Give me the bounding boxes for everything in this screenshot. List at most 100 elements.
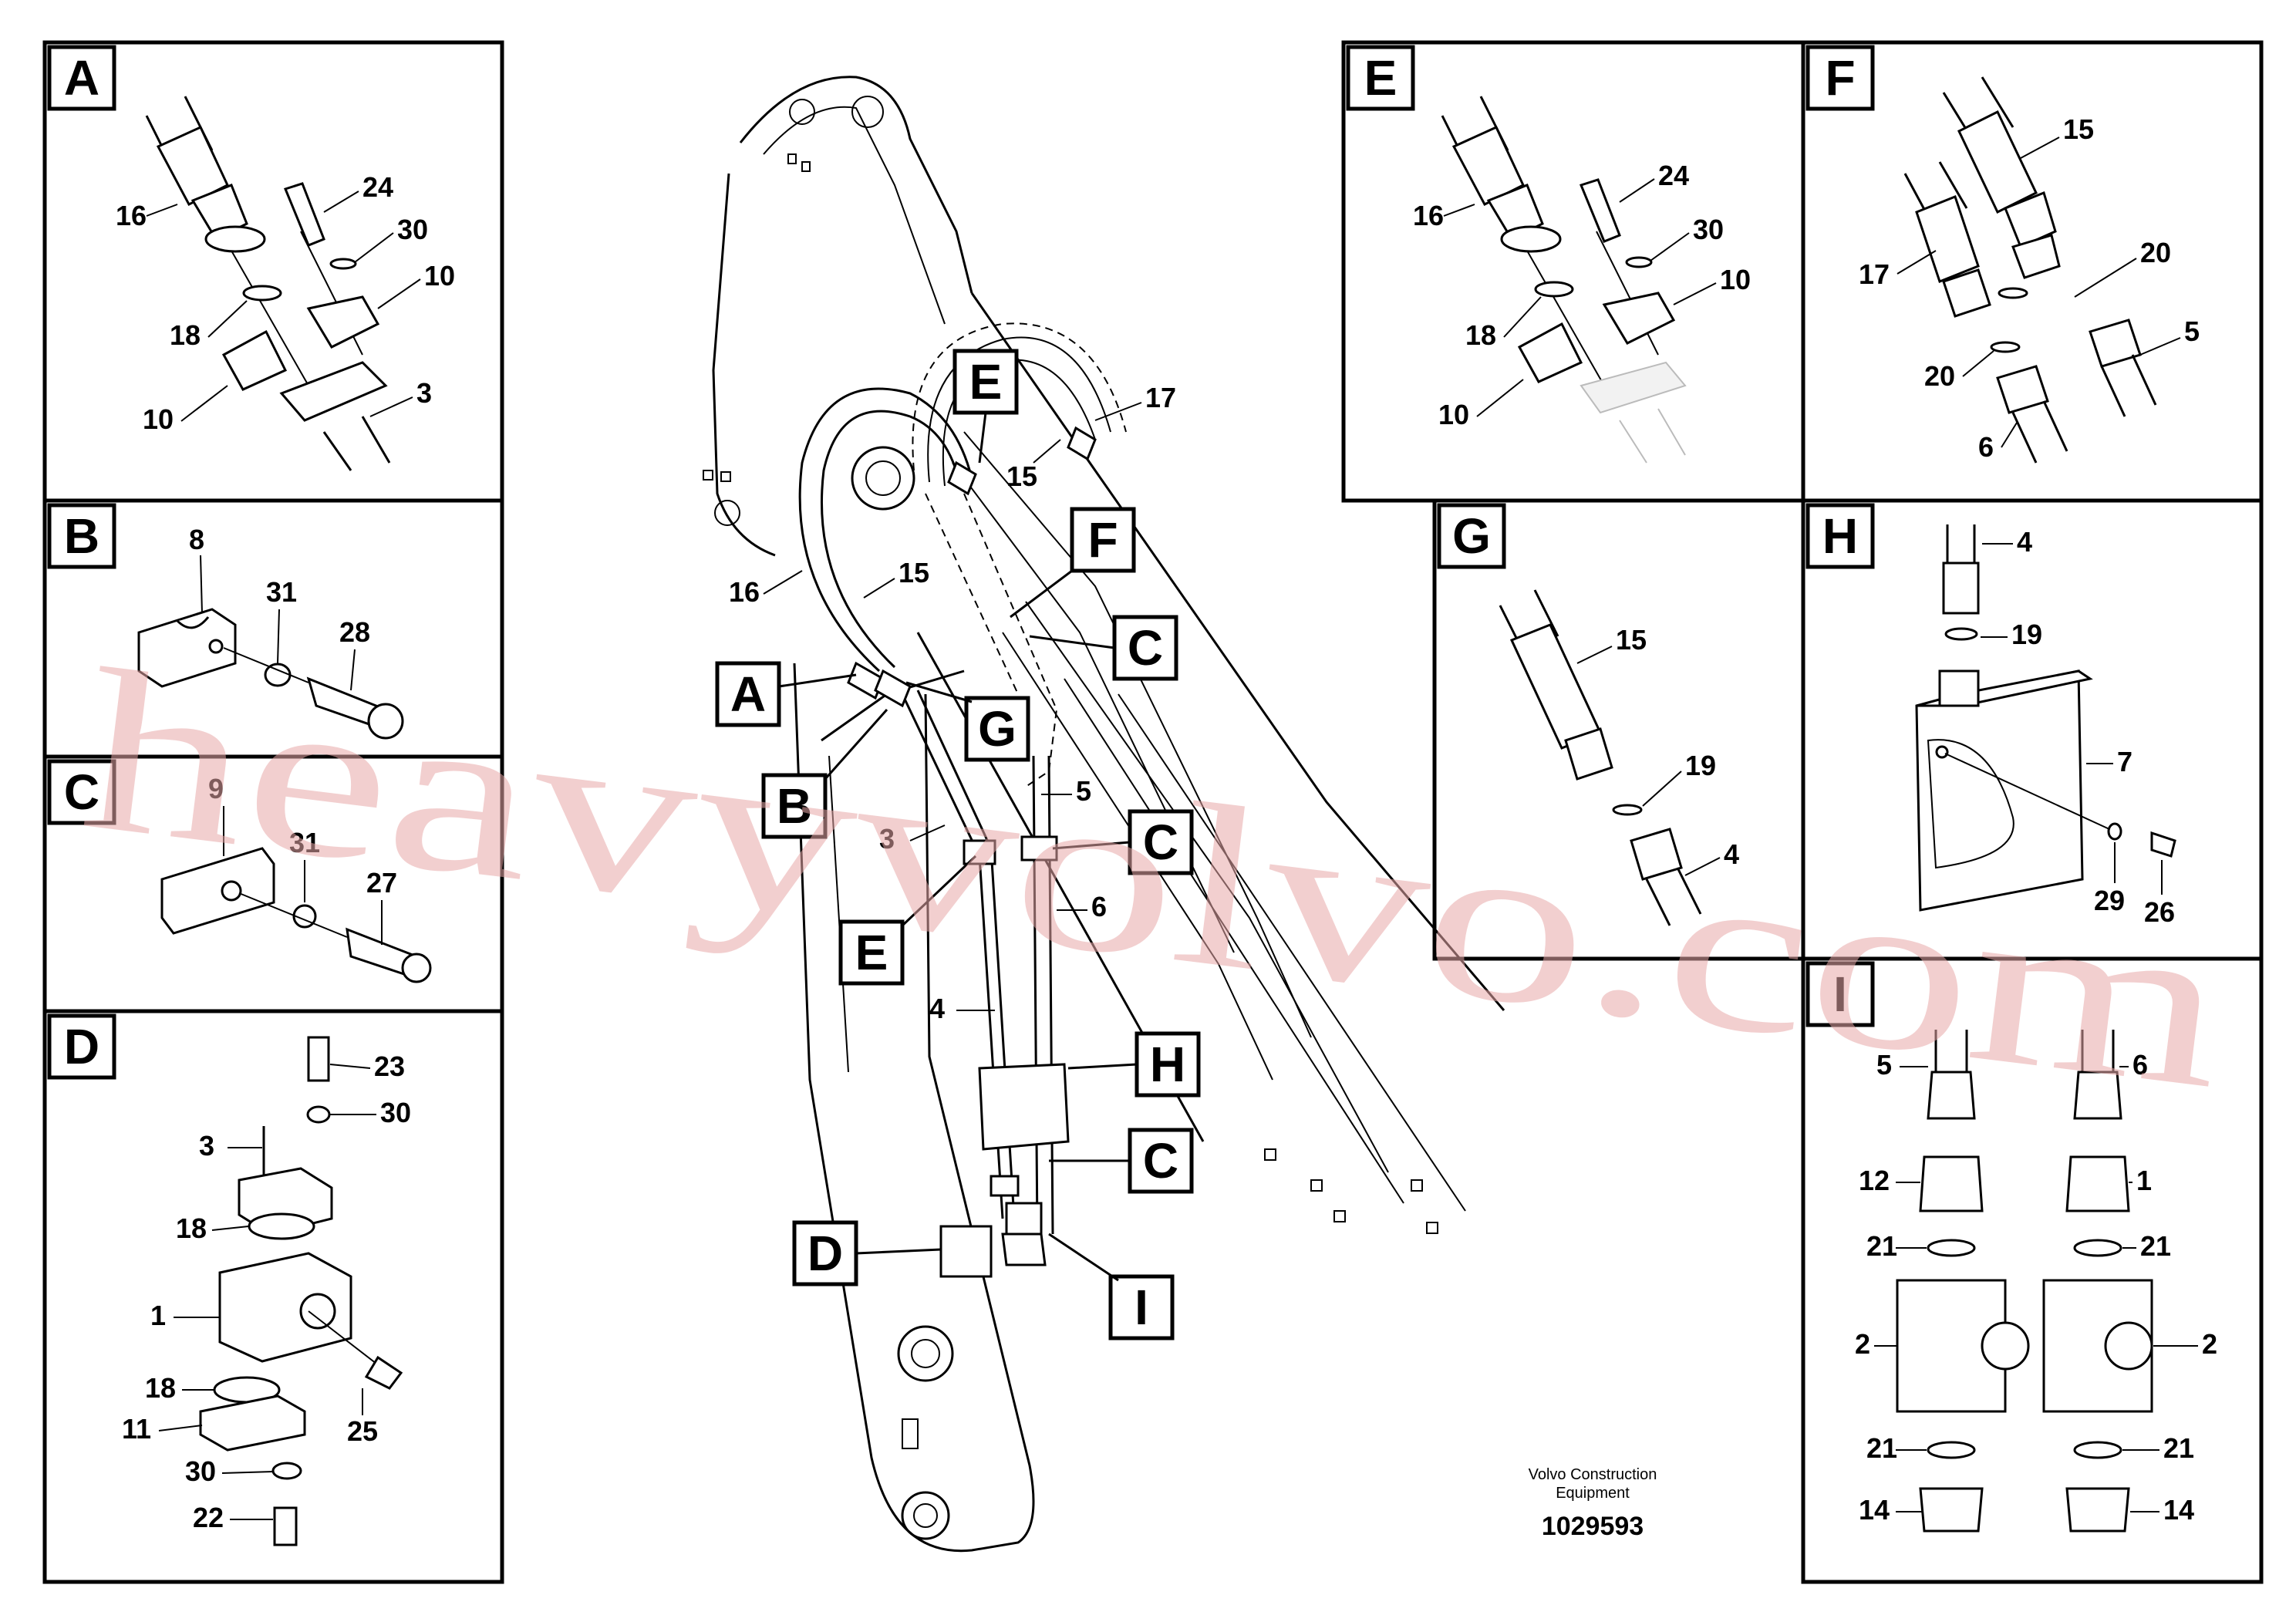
callout: C <box>1143 814 1178 870</box>
label: 30 <box>380 1097 411 1128</box>
label: 3 <box>416 377 432 409</box>
label: 18 <box>170 319 201 351</box>
panel-b-labels: 8 31 28 <box>189 524 370 691</box>
label: 30 <box>1693 214 1724 245</box>
label: 14 <box>2163 1494 2194 1526</box>
label: 6 <box>1978 431 1994 463</box>
callout: E <box>969 354 1003 410</box>
label: 19 <box>1685 750 1716 781</box>
panel-a-drawing <box>145 96 391 471</box>
panel-f-letter: F <box>1825 50 1855 106</box>
panel-c-drawing <box>160 847 432 983</box>
panel-g-letter: G <box>1452 508 1491 564</box>
panel-e-drawing <box>1441 96 1687 464</box>
panel-i-drawing <box>1896 1030 2153 1533</box>
label: 15 <box>1616 624 1647 656</box>
label: 21 <box>1866 1230 1897 1262</box>
label: 10 <box>1720 264 1751 295</box>
panel-h-letter: H <box>1822 508 1858 564</box>
label: 17 <box>1145 382 1176 413</box>
label: 18 <box>176 1212 207 1244</box>
panel-e-labels: 16 24 30 10 18 10 <box>1413 160 1751 430</box>
company-line2: Equipment <box>1556 1485 1630 1502</box>
label: 20 <box>1924 360 1955 392</box>
panel-frames <box>42 40 2264 1584</box>
label: 14 <box>1859 1494 1890 1526</box>
panel-a-labels: 16 24 30 10 18 10 3 <box>116 171 455 435</box>
label: 29 <box>2094 885 2125 916</box>
label: 5 <box>1876 1049 1892 1081</box>
callout: A <box>730 666 766 722</box>
panel-letter-boxes: A B C D E F G H I <box>47 45 1875 1080</box>
main-labels: 17 15 16 15 5 3 6 4 <box>729 382 1176 1024</box>
panel-g-labels: 15 19 4 <box>1576 624 1739 876</box>
label: 3 <box>199 1130 214 1162</box>
label: 18 <box>145 1372 176 1404</box>
callout: E <box>855 925 888 980</box>
callout: I <box>1135 1280 1148 1335</box>
panel-c-labels: 9 31 27 <box>208 773 397 945</box>
label: 4 <box>1724 838 1739 870</box>
panel-g-drawing <box>1499 589 1702 926</box>
callout: B <box>777 778 812 834</box>
label: 11 <box>122 1413 151 1445</box>
hose-routing <box>798 322 1127 1278</box>
panel-h-labels: 4 19 7 29 26 <box>1981 526 2175 928</box>
panel-i-labels: 5 6 12 1 21 21 2 2 21 21 14 14 <box>1855 1049 2217 1526</box>
panel-d-letter: D <box>64 1019 99 1074</box>
label: 7 <box>2117 746 2132 777</box>
panel-c-letter: C <box>64 764 99 820</box>
callout: F <box>1087 512 1118 568</box>
callout: C <box>1128 620 1163 676</box>
panel-f-drawing <box>1903 76 2157 464</box>
label: 10 <box>1438 399 1469 430</box>
label: 1 <box>2136 1165 2152 1196</box>
drawing-number: 1029593 <box>1542 1512 1644 1541</box>
label: 16 <box>729 576 760 608</box>
label: 15 <box>1006 460 1037 492</box>
callout: D <box>807 1226 843 1281</box>
label: 21 <box>2140 1230 2171 1262</box>
label: 23 <box>374 1050 405 1082</box>
panel-d-labels: 23 30 3 18 1 18 25 11 30 22 <box>122 1050 411 1533</box>
label: 31 <box>289 827 320 858</box>
panel-b-drawing <box>137 608 404 740</box>
label: 5 <box>2184 315 2200 347</box>
label: 12 <box>1859 1165 1890 1196</box>
label: 18 <box>1465 319 1496 351</box>
label: 15 <box>2063 113 2094 145</box>
label: 4 <box>929 993 945 1024</box>
label: 20 <box>2140 237 2171 268</box>
callout: G <box>978 701 1017 757</box>
panel-h-drawing <box>1915 524 2176 912</box>
label: 15 <box>899 557 929 588</box>
label: 30 <box>397 214 428 245</box>
label: 24 <box>362 171 393 203</box>
label: 24 <box>1658 160 1689 191</box>
callout: H <box>1150 1037 1185 1092</box>
panel-e-letter: E <box>1364 50 1397 106</box>
label: 16 <box>116 200 147 231</box>
callout: C <box>1143 1133 1178 1189</box>
label: 6 <box>2132 1049 2148 1081</box>
panel-f-labels: 15 17 20 20 5 6 <box>1859 113 2200 463</box>
label: 4 <box>2017 526 2032 558</box>
label: 5 <box>1076 775 1091 807</box>
label: 30 <box>185 1455 216 1487</box>
label: 27 <box>366 867 397 899</box>
label: 26 <box>2144 896 2175 928</box>
label: 22 <box>193 1502 224 1533</box>
label: 17 <box>1859 258 1890 290</box>
panel-d-drawing <box>199 1036 403 1546</box>
label: 2 <box>2202 1328 2217 1360</box>
label: 19 <box>2011 619 2042 650</box>
label: 31 <box>266 576 297 608</box>
label: 2 <box>1855 1328 1870 1360</box>
label: 10 <box>143 403 174 435</box>
main-callouts: E F C A G B C E H C D I <box>715 349 1201 1340</box>
label: 21 <box>2163 1432 2194 1464</box>
label: 25 <box>347 1415 378 1447</box>
label: 1 <box>150 1300 166 1331</box>
label: 16 <box>1413 200 1444 231</box>
